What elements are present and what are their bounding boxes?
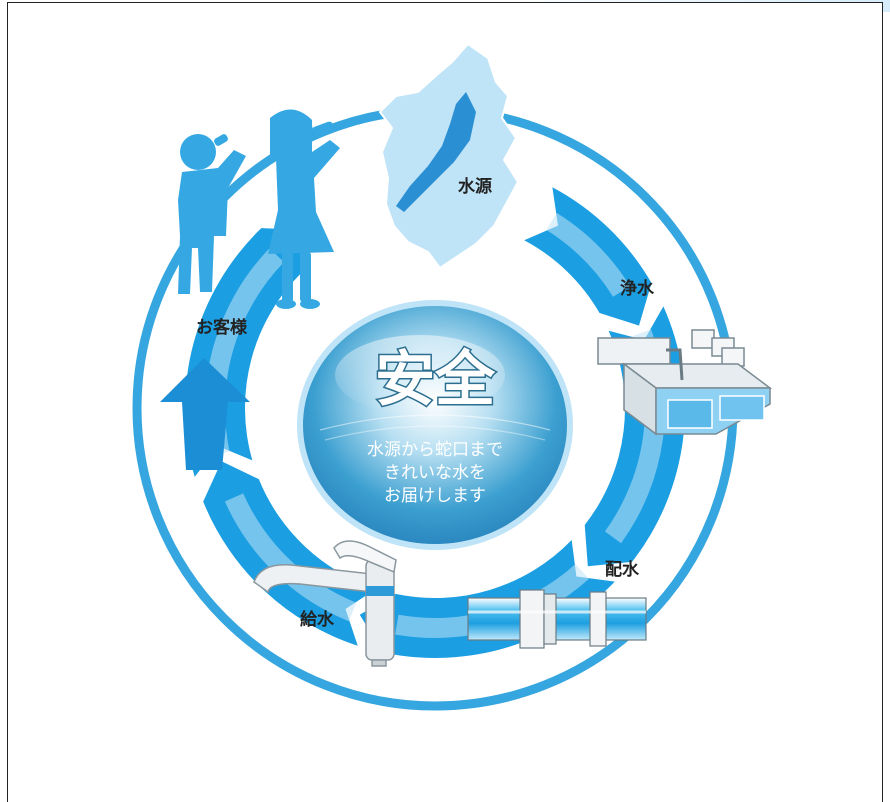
- water-pipe-icon: [467, 589, 647, 649]
- cycle-band-highlight: [546, 212, 631, 297]
- faucet-icon: [253, 540, 397, 667]
- center-line-3: お届けします: [384, 486, 486, 506]
- children-drinking-icon: [178, 109, 340, 309]
- stage-label-purification: 浄水: [620, 278, 655, 299]
- shiga-map-icon: [378, 42, 520, 270]
- cycle-band-highlight: [224, 493, 357, 622]
- stage-label-source: 水源: [458, 176, 492, 197]
- center-title: 安全: [375, 345, 496, 415]
- stage-label-distribution: 配水: [605, 559, 640, 580]
- stage-label-supply: 給水: [300, 609, 335, 630]
- treatment-plant-icon: [597, 329, 773, 436]
- arrow-up-icon: [160, 358, 250, 470]
- center-badge: 安全 水源から蛇口まで きれいな水を お届けします: [297, 300, 573, 550]
- center-line-2: きれいな水を: [384, 463, 486, 483]
- stage-label-customers: お客様: [196, 317, 248, 338]
- water-cycle-diagram: 安全 水源から蛇口まで きれいな水を お届けします: [132, 42, 773, 711]
- center-line-1: 水源から蛇口まで: [367, 440, 503, 460]
- cycle-band-highlight: [395, 564, 589, 638]
